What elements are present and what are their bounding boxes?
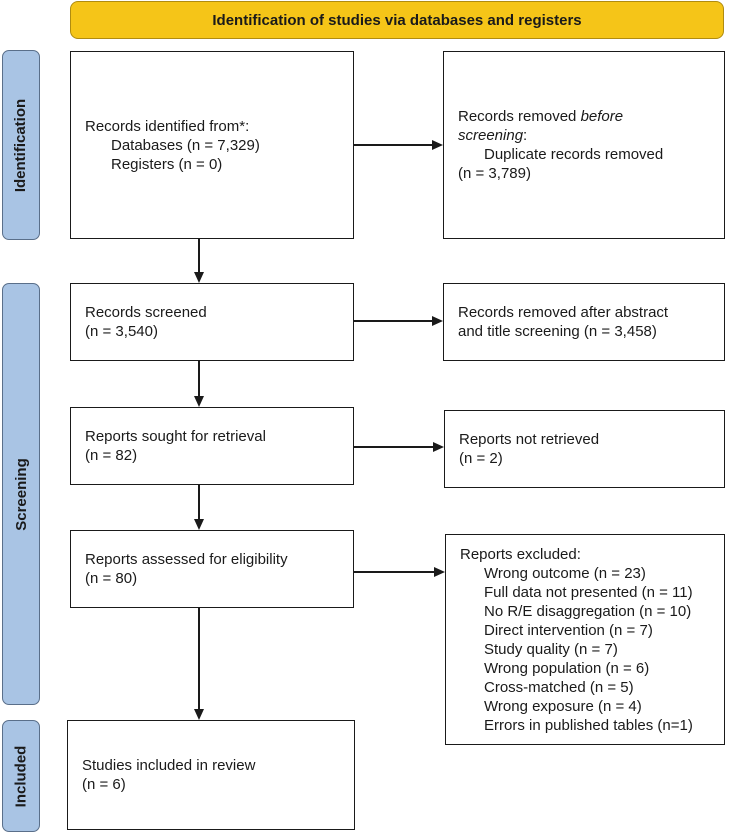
exclusion-reason: Study quality (n = 7) [484,640,618,658]
phase-screening-label: Screening [12,457,30,531]
exclusion-reason: Errors in published tables (n=1) [484,716,693,734]
reports-assessed-count: (n = 80) [85,570,138,587]
reports-sought-box: Reports sought for retrieval (n = 82) [70,407,354,485]
phase-screening: Screening [2,283,40,705]
removed-before-title: Records removed before [458,107,710,126]
reports-excluded-title: Reports excluded: [460,545,581,563]
removed-abstract-line1: Records removed after abstract [458,304,669,321]
arrow-line-assessed-to-excluded [354,571,434,573]
exclusion-reason: Wrong exposure (n = 4) [484,697,642,715]
arrow-head-right [433,442,444,452]
removed-before-colon: : [523,127,528,144]
header-title: Identification of studies via databases … [212,11,582,29]
duplicate-records-label: Duplicate records removed [484,146,664,163]
arrow-head-down [194,396,204,407]
records-screened-count: (n = 3,540) [85,323,158,340]
removed-before-screening-em: screening [458,127,524,144]
arrow-line-sought-to-not-retrieved [354,446,433,448]
records-identified-title: Records identified from*: [85,117,250,135]
exclusion-reason: No R/E disaggregation (n = 10) [484,602,692,620]
exclusion-reason: Wrong population (n = 6) [484,659,650,677]
removed-before-title-line2: screening: [458,126,710,145]
phase-identification-label: Identification [12,98,30,192]
arrow-head-down [194,519,204,530]
records-screened-box: Records screened (n = 3,540) [70,283,354,361]
arrow-line-screened-to-removed [354,320,432,322]
reports-sought-count: (n = 82) [85,447,138,464]
exclusion-reason: Direct intervention (n = 7) [484,621,653,639]
arrow-line-sought-to-assessed [198,485,200,519]
not-retrieved-title: Reports not retrieved [459,431,600,448]
removed-before-screening-box: Records removed before screening: Duplic… [443,51,725,239]
phase-included-label: Included [12,745,30,807]
exclusion-reason: Wrong outcome (n = 23) [484,564,646,582]
reports-assessed-title: Reports assessed for eligibility [85,551,288,568]
studies-included-title: Studies included in review [82,757,256,774]
arrow-line-identified-to-removed [354,144,432,146]
phase-identification: Identification [2,50,40,240]
arrow-line-assessed-to-included [198,608,200,709]
registers-count: Registers (n = 0) [111,155,223,173]
arrow-head-down [194,709,204,720]
records-identified-box: Records identified from*: Databases (n =… [70,51,354,239]
studies-included-box: Studies included in review (n = 6) [67,720,355,830]
not-retrieved-count: (n = 2) [459,450,503,467]
phase-included: Included [2,720,40,832]
removed-before-title-em: before [580,108,624,125]
arrow-head-right [432,140,443,150]
reports-assessed-box: Reports assessed for eligibility (n = 80… [70,530,354,608]
exclusion-reason: Cross-matched (n = 5) [484,678,634,696]
flow-header: Identification of studies via databases … [70,1,724,39]
databases-count: Databases (n = 7,329) [111,136,260,154]
removed-abstract-box: Records removed after abstract and title… [443,283,725,361]
records-screened-title: Records screened [85,304,207,321]
reports-excluded-box: Reports excluded: Wrong outcome (n = 23)… [445,534,725,745]
studies-included-count: (n = 6) [82,776,126,793]
arrow-head-right [434,567,445,577]
reports-sought-title: Reports sought for retrieval [85,428,266,445]
arrow-head-right [432,316,443,326]
arrow-line-screened-to-sought [198,361,200,396]
arrow-line-identified-to-screened [198,239,200,272]
arrow-head-down [194,272,204,283]
removed-before-title-text: Records removed [458,108,581,125]
exclusion-reason: Full data not presented (n = 11) [484,583,693,601]
duplicate-records-count: (n = 3,789) [458,165,531,182]
removed-abstract-line2: and title screening (n = 3,458) [458,323,657,340]
not-retrieved-box: Reports not retrieved (n = 2) [444,410,725,488]
